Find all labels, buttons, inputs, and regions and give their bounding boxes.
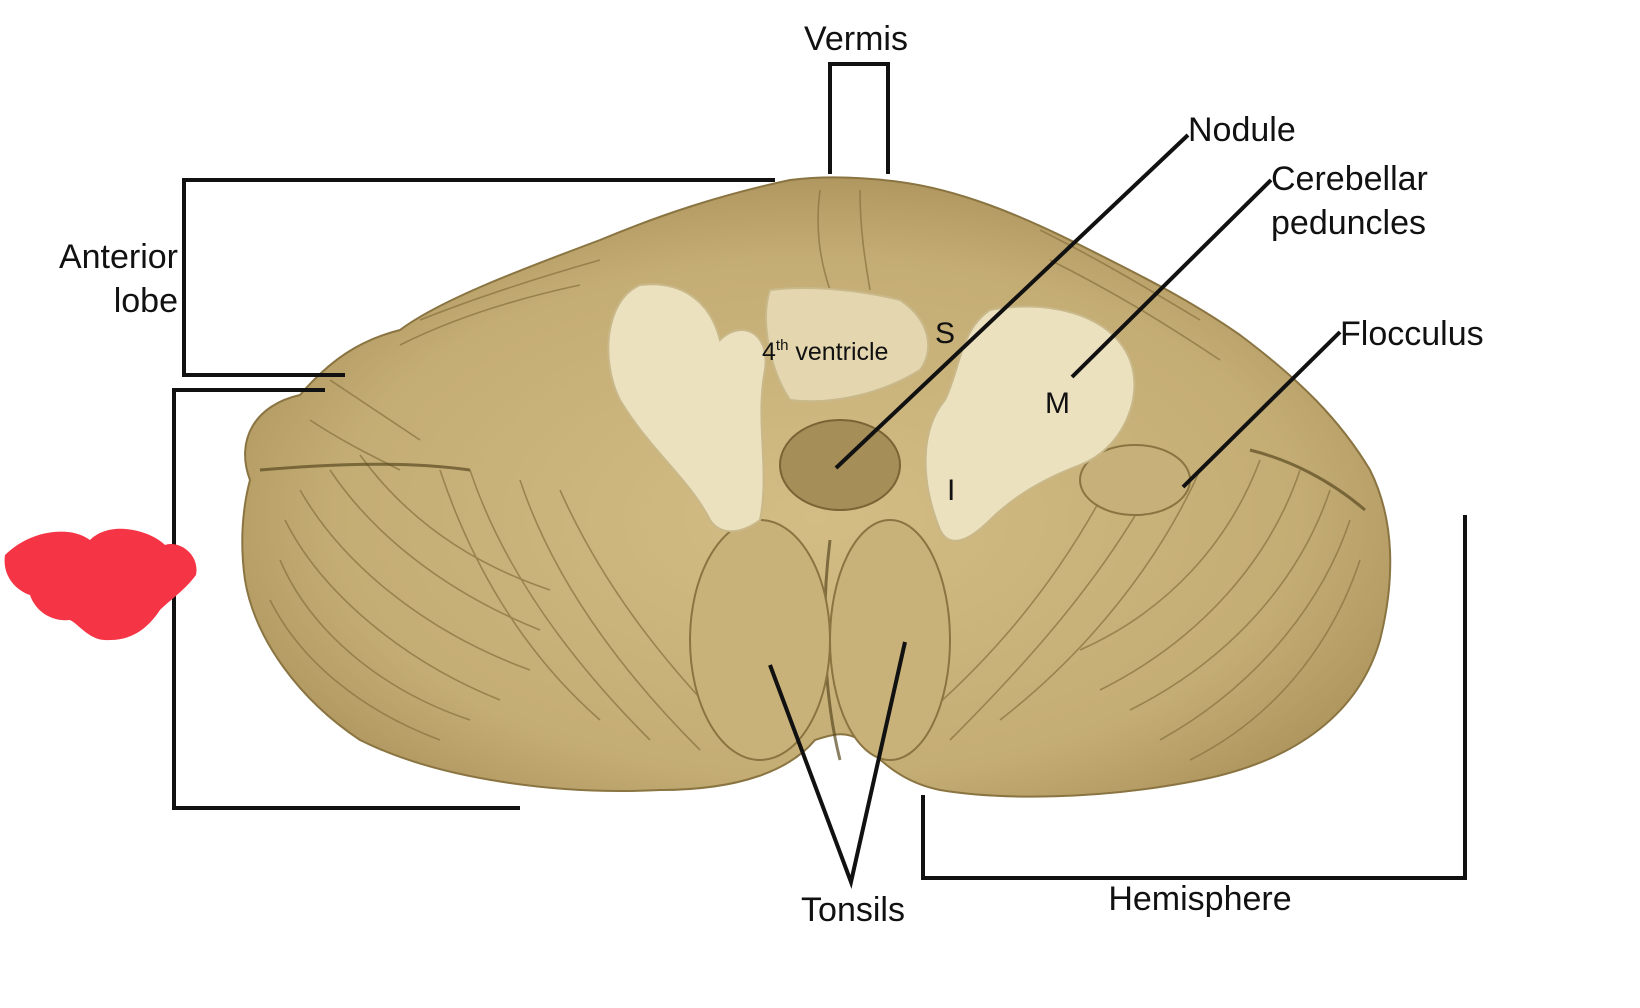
- flocculus-leader: [1181, 330, 1342, 489]
- cerebellar-peduncles-label-line1: Cerebellar: [1271, 160, 1428, 198]
- fourth-ventricle-label: 4th ventricle: [762, 337, 888, 366]
- anterior-lobe-label-line2: lobe: [114, 282, 178, 320]
- vermis-label: Vermis: [804, 20, 908, 58]
- superior-peduncle-label: S: [935, 317, 955, 350]
- fourth-ventricle-superscript: th: [776, 337, 789, 354]
- posterior-lobe-bracket: [172, 388, 520, 810]
- anterior-lobe-bracket: [182, 178, 775, 377]
- left-peduncle-cut: [607, 283, 767, 533]
- hemisphere-label: Hemisphere: [1108, 880, 1291, 918]
- nodule-leader: [834, 133, 1190, 470]
- tonsils-leader: [768, 641, 907, 889]
- anterior-lobe-label-line1: Anterior: [59, 238, 178, 276]
- tonsils-label: Tonsils: [801, 891, 905, 929]
- hemisphere-bracket: [921, 515, 1467, 880]
- peduncles-leader: [1070, 178, 1273, 379]
- middle-peduncle-label: M: [1045, 387, 1070, 420]
- inferior-peduncle-label: I: [947, 474, 955, 507]
- ventricle-floor: [765, 287, 930, 403]
- tonsil-right: [829, 519, 951, 761]
- annotation-lines: [172, 62, 1467, 889]
- cerebellum-specimen: [241, 176, 1392, 798]
- fourth-ventricle-word: ventricle: [788, 338, 888, 366]
- vermis-bracket: [828, 62, 890, 174]
- nodule-label: Nodule: [1188, 111, 1296, 149]
- fourth-ventricle-number: 4: [762, 338, 776, 366]
- redaction-scribble: [4, 528, 197, 641]
- cerebellar-peduncles-label-line2: peduncles: [1271, 204, 1426, 242]
- flocculus-label: Flocculus: [1340, 315, 1484, 353]
- tonsil-left: [689, 519, 831, 761]
